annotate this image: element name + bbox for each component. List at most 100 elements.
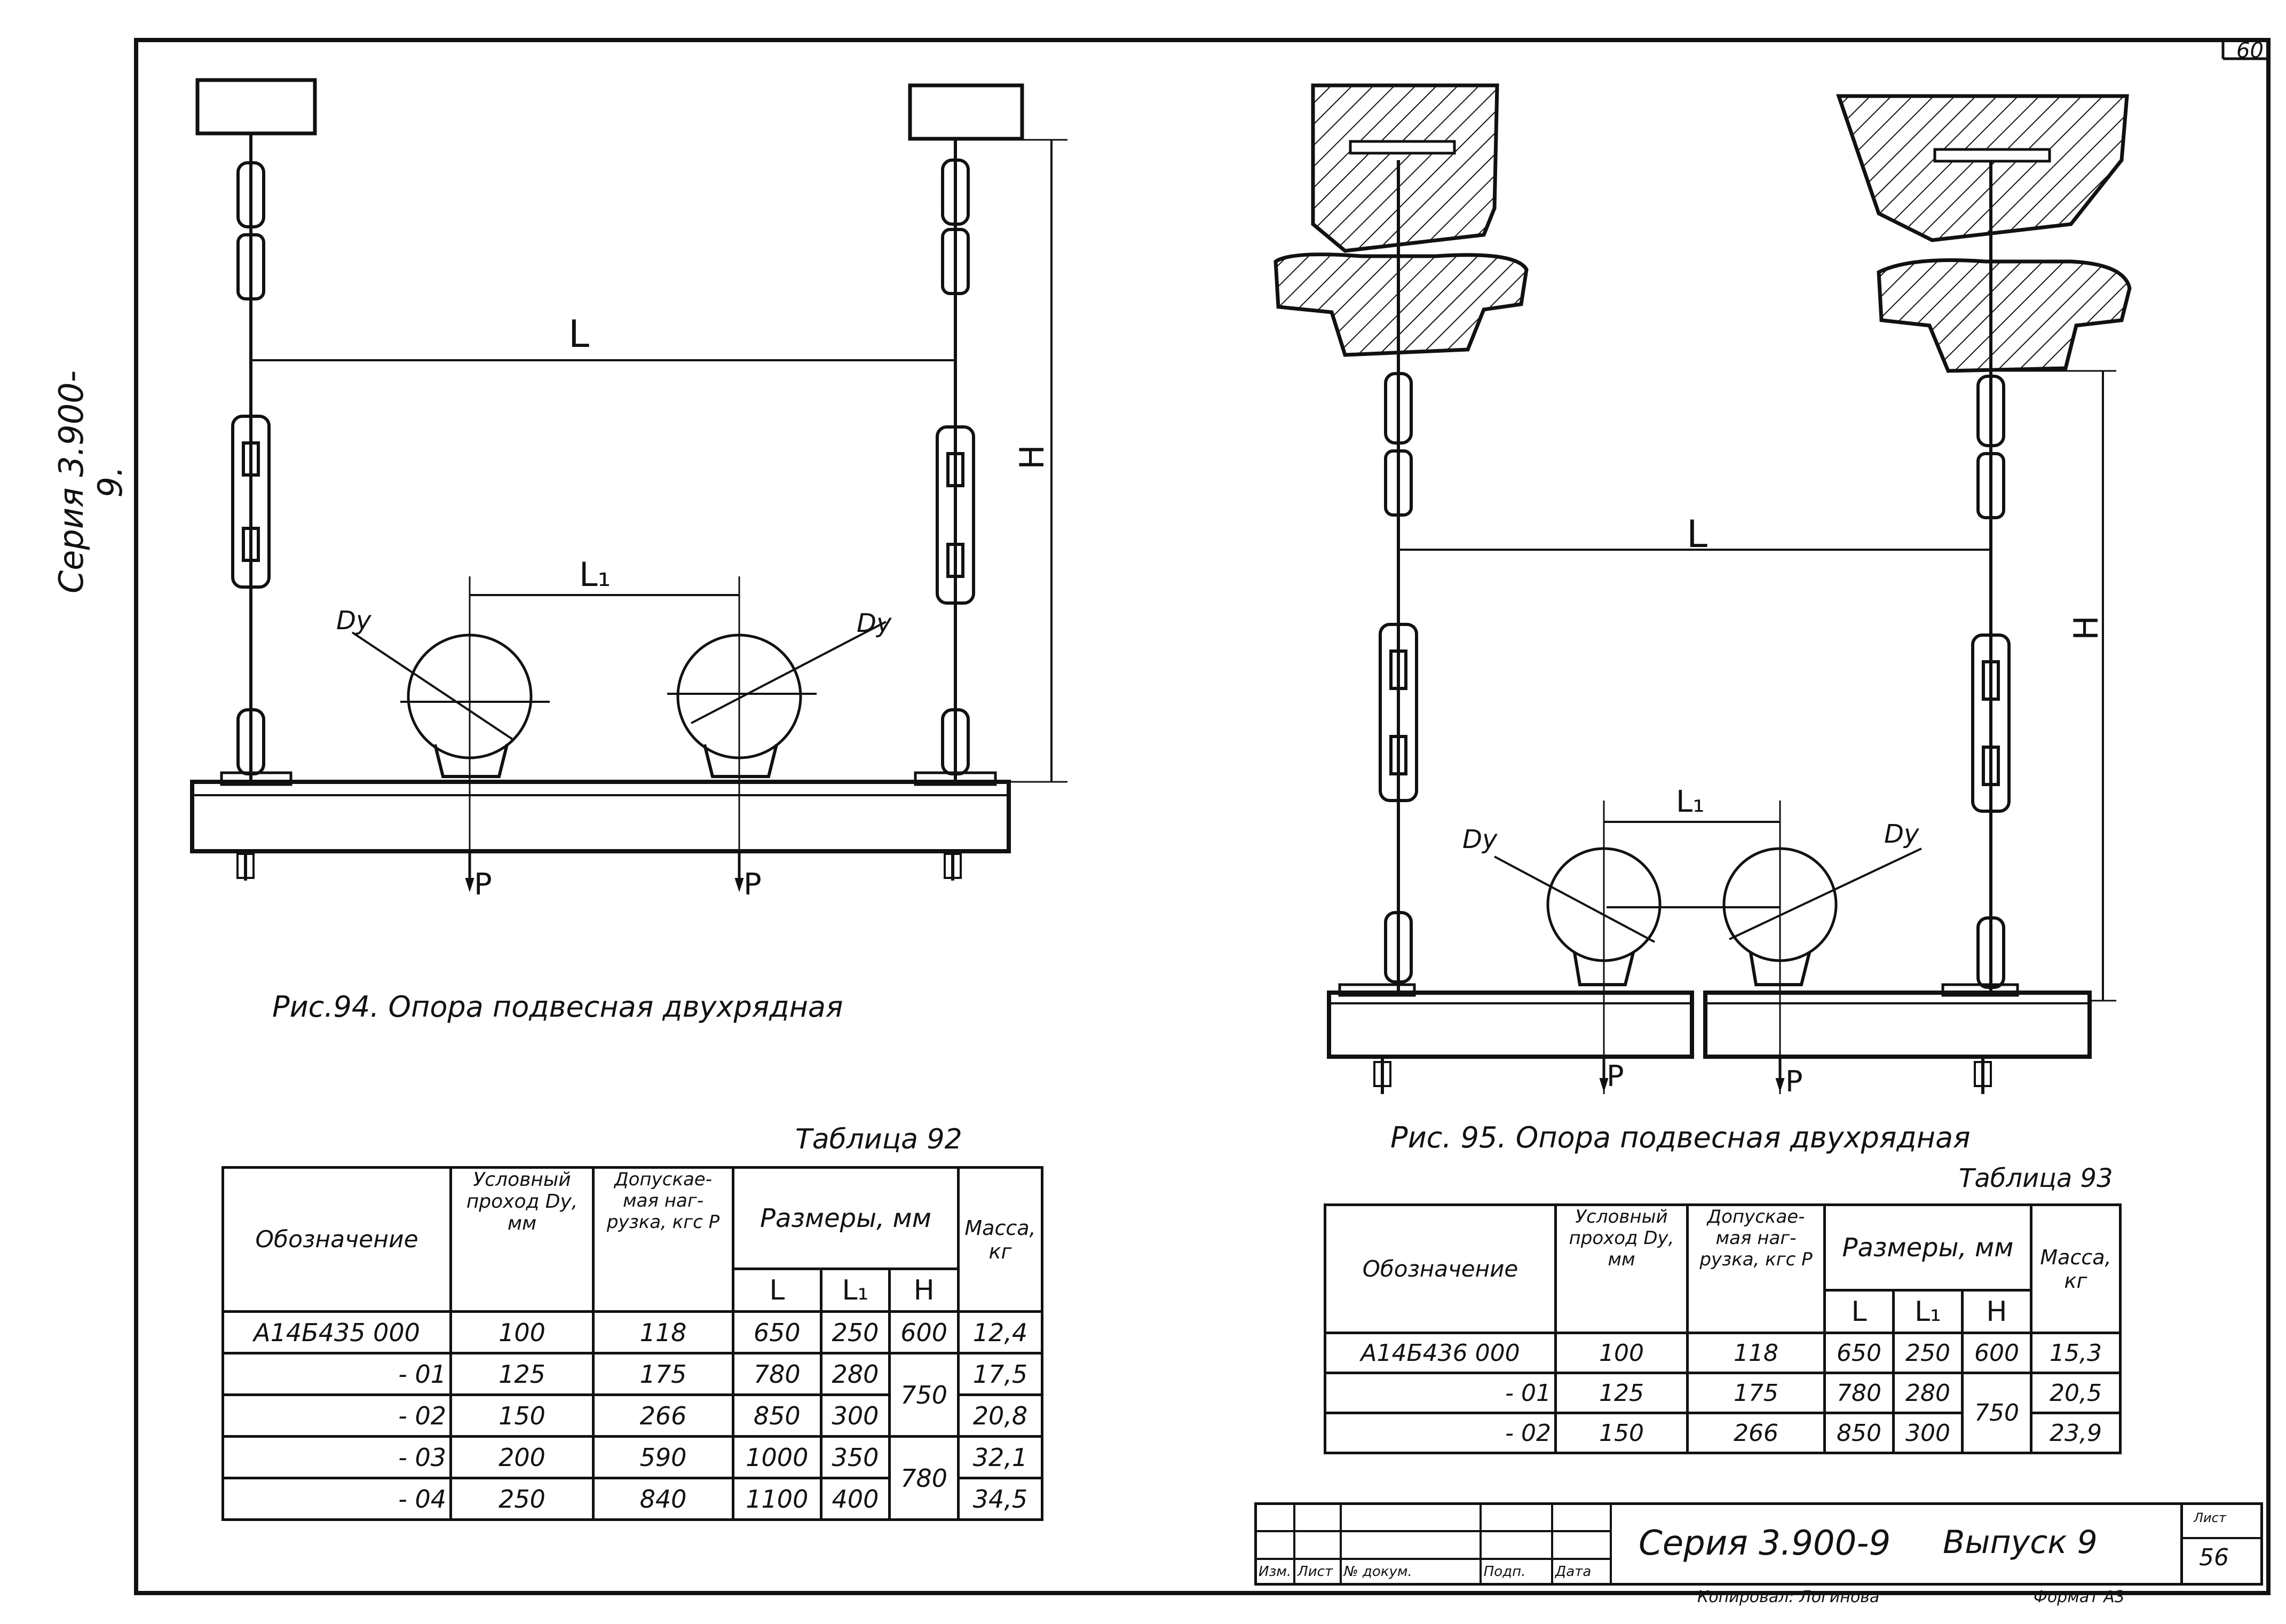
t93-r1-p: 175: [1686, 1372, 1826, 1414]
format-label: Формат А3: [2034, 1588, 2125, 1606]
fig95-label-L: L: [1687, 512, 1707, 556]
t93-r0-L1: 250: [1892, 1332, 1964, 1374]
table-row: - 02 150 266 850 300 20,8: [222, 1393, 1043, 1438]
table-row: А14Б435 000 100 118 650 250 600 12,4: [222, 1310, 1043, 1354]
tb-col-data: Дата: [1551, 1558, 1612, 1586]
t92-r3-des: - 03: [222, 1435, 452, 1479]
t93-head-dims: Размеры, мм: [1823, 1203, 2032, 1292]
t92-r2-L: 850: [732, 1393, 822, 1438]
t92-head-H: H: [888, 1267, 960, 1313]
t92-r0-p: 118: [592, 1310, 734, 1354]
t92-r0-L: 650: [732, 1310, 822, 1354]
t92-r0-m: 12,4: [957, 1310, 1043, 1354]
t92-r4-L1: 400: [819, 1477, 891, 1521]
fig94-label-L: L: [568, 312, 589, 356]
t93-r2-L: 850: [1823, 1412, 1895, 1454]
t92-r2-des: - 02: [222, 1393, 452, 1438]
t92-r2-dy: 150: [449, 1393, 595, 1438]
fig94-label-H: H: [1012, 445, 1051, 470]
fig94-label-L1: L₁: [579, 555, 611, 594]
t92-r2-m: 20,8: [957, 1393, 1043, 1438]
t93-r0-H: 600: [1960, 1332, 2033, 1374]
t93-r0-L: 650: [1823, 1332, 1895, 1374]
t93-r1-L: 780: [1823, 1372, 1895, 1414]
t93-head-mass: Масса, кг: [2030, 1203, 2122, 1334]
t92-r1-H: 750: [888, 1352, 960, 1438]
t92-r4-p: 840: [592, 1477, 734, 1521]
t93-head-H: H: [1960, 1289, 2033, 1334]
t92-r4-m: 34,5: [957, 1477, 1043, 1521]
table92-title: Таблица 92: [795, 1123, 962, 1155]
title-block-divider: [2180, 1502, 2183, 1586]
t92-r3-p: 590: [592, 1435, 734, 1479]
t93-r1-L1: 280: [1892, 1372, 1964, 1414]
fig95-label-p-left: P: [1607, 1059, 1624, 1093]
t92-r3-H: 780: [888, 1435, 960, 1521]
t92-r1-L: 780: [732, 1352, 822, 1396]
t92-r3-L1: 350: [819, 1435, 891, 1479]
fig95-label-H: H: [2066, 615, 2106, 640]
t93-r1-m: 20,5: [2030, 1372, 2122, 1414]
t92-r0-H: 600: [888, 1310, 960, 1354]
fig95-label-dy-left: Dу: [1462, 825, 1498, 854]
title-block-issue: Выпуск 9: [1943, 1524, 2098, 1561]
t92-r1-des: - 01: [222, 1352, 452, 1396]
fig95-label-dy-right: Dу: [1884, 819, 1919, 849]
t92-r1-p: 175: [592, 1352, 734, 1396]
t93-r0-m: 15,3: [2030, 1332, 2122, 1374]
t93-head-load: Допускае- мая наг- рузка, кгс P: [1686, 1203, 1826, 1334]
t93-r2-m: 23,9: [2030, 1412, 2122, 1454]
table-row: - 01 125 175 780 280 750 17,5: [222, 1352, 1043, 1438]
figure-95: [1273, 83, 2132, 1094]
copied-by: Копировал: Логинова: [1697, 1588, 1880, 1606]
tb-col-list: Лист: [1293, 1558, 1342, 1586]
t93-r1-H: 750: [1960, 1372, 2033, 1454]
t92-head-L1: L₁: [819, 1267, 891, 1313]
t93-r1-dy: 125: [1554, 1372, 1689, 1414]
t93-r0-des: А14Б436 000: [1324, 1332, 1557, 1374]
t92-r0-des: А14Б435 000: [222, 1310, 452, 1354]
t93-r2-L1: 300: [1892, 1412, 1964, 1454]
table-row: А14Б436 000 100 118 650 250 600 15,3: [1324, 1332, 2122, 1374]
t92-head-designation: Обозначение: [222, 1166, 452, 1313]
t92-r2-p: 266: [592, 1393, 734, 1438]
tb-col-izm: Изм.: [1254, 1558, 1296, 1586]
fig94-caption: Рис.94. Опора подвесная двухрядная: [272, 990, 843, 1024]
table93-title: Таблица 93: [1959, 1163, 2113, 1193]
t92-head-L: L: [732, 1267, 822, 1313]
t93-r0-p: 118: [1686, 1332, 1826, 1374]
t93-r2-dy: 150: [1554, 1412, 1689, 1454]
t92-head-mass: Масса, кг: [957, 1166, 1043, 1313]
t92-r4-des: - 04: [222, 1477, 452, 1521]
fig94-label-p-left: P: [474, 867, 492, 902]
title-block-grid: Изм. Лист № докум. Подп. Дата: [1254, 1502, 1612, 1586]
t92-r0-L1: 250: [819, 1310, 891, 1354]
t93-head-bore: Условный проход Dу, мм: [1554, 1203, 1689, 1334]
t92-head-load: Допускае- мая наг- рузка, кгс P: [592, 1166, 734, 1313]
t92-r0-dy: 100: [449, 1310, 595, 1354]
table-row: - 03 200 590 1000 350 780 32,1: [222, 1435, 1043, 1521]
t93-r0-dy: 100: [1554, 1332, 1689, 1374]
fig94-label-dy-left: Dу: [336, 606, 371, 636]
t92-r3-L: 1000: [732, 1435, 822, 1479]
t93-r2-des: - 02: [1324, 1412, 1557, 1454]
fig94-label-dy-right: Dу: [857, 608, 892, 638]
table-row: - 01 125 175 780 280 750 20,5: [1324, 1372, 2122, 1454]
title-block-sheet-label: Лист: [2194, 1510, 2226, 1525]
sheet-corner-number: 60: [2236, 38, 2264, 63]
title-block-frame: [1254, 1502, 2263, 1586]
t92-r3-m: 32,1: [957, 1435, 1043, 1479]
fig95-label-p-right: P: [1785, 1065, 1803, 1098]
table-93: Обозначение Условный проход Dу, мм Допус…: [1324, 1203, 2122, 1454]
t92-r4-L: 1100: [732, 1477, 822, 1521]
t93-r2-p: 266: [1686, 1412, 1826, 1454]
side-series-label: Серия 3.900-9.: [52, 370, 130, 593]
t92-head-dims: Размеры, мм: [732, 1166, 960, 1270]
table-92: Обозначение Условный проход Dу, мм Допус…: [222, 1166, 1043, 1521]
fig95-caption: Рис. 95. Опора подвесная двухрядная: [1390, 1121, 1971, 1154]
t93-head-designation: Обозначение: [1324, 1203, 1557, 1334]
t93-r1-des: - 01: [1324, 1372, 1557, 1414]
fig94-label-p-right: P: [743, 867, 762, 902]
table-row: - 04 250 840 1100 400 34,5: [222, 1477, 1043, 1521]
